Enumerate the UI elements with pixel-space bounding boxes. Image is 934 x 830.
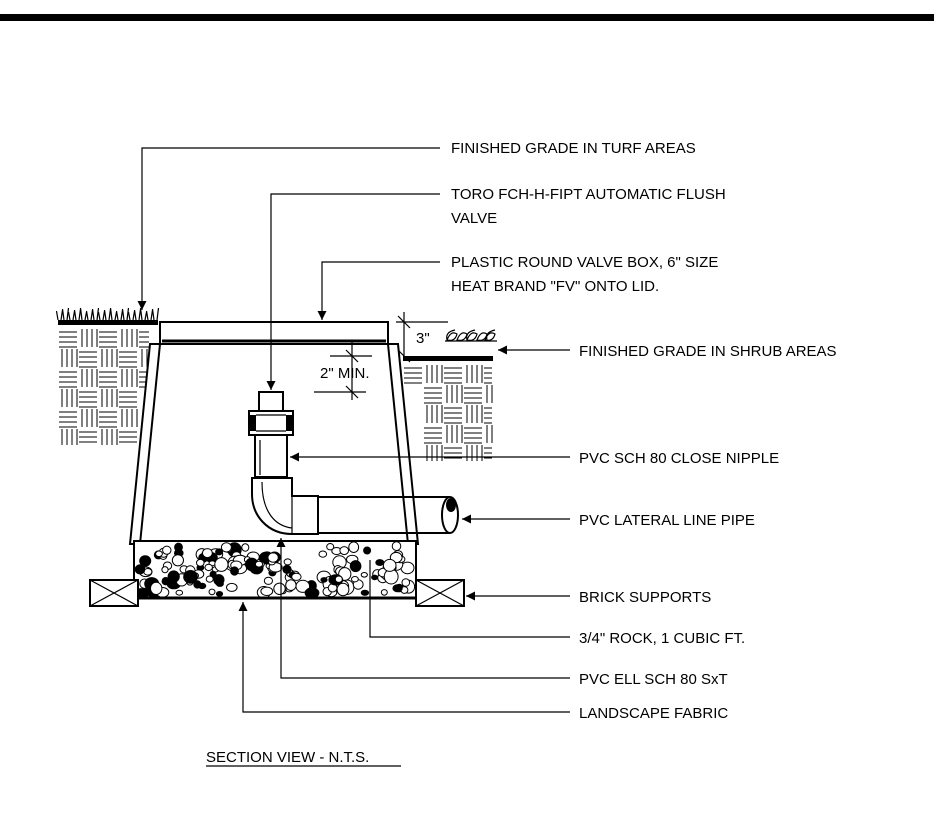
brick-support-left — [89, 579, 139, 607]
turf-grass — [55, 307, 160, 321]
dimension-3in: 3" — [396, 312, 448, 363]
leader-lines — [137, 147, 570, 713]
label-flush-valve-1: TORO FCH-H-FIPT AUTOMATIC FLUSH — [451, 186, 726, 203]
section-view-title: SECTION VIEW - N.T.S. — [206, 749, 369, 766]
leader-finished-grade-turf — [137, 147, 440, 310]
soil-hatch-left — [59, 329, 149, 445]
valve-box-lid — [159, 321, 389, 345]
label-valve-box-2: HEAT BRAND "FV" ONTO LID. — [451, 278, 659, 295]
label-close-nipple: PVC SCH 80 CLOSE NIPPLE — [579, 450, 779, 467]
label-finished-grade-shrub: FINISHED GRADE IN SHRUB AREAS — [579, 343, 837, 360]
label-fabric: LANDSCAPE FABRIC — [579, 705, 728, 722]
soil-left — [55, 307, 160, 445]
dim-box-above-grade: 3" — [416, 330, 430, 347]
flush-valve-assembly — [248, 391, 459, 535]
dimension-2in-min: 2" MIN. — [314, 342, 372, 400]
label-finished-grade-turf: FINISHED GRADE IN TURF AREAS — [451, 140, 696, 157]
valve-box-wall-right — [386, 343, 420, 545]
soil-hatch-right — [404, 365, 493, 461]
dim-min-clearance: 2" MIN. — [320, 365, 370, 382]
leader-valve-box — [317, 261, 440, 320]
brick-support-right — [415, 579, 465, 607]
soil-right — [403, 329, 497, 461]
label-valve-box-1: PLASTIC ROUND VALVE BOX, 6" SIZE — [451, 254, 718, 271]
sheet-border-top — [0, 14, 934, 21]
leader-flush-valve — [266, 193, 440, 390]
label-lateral-pipe: PVC LATERAL LINE PIPE — [579, 512, 755, 529]
rock-bed — [133, 540, 417, 600]
shrub-plants — [445, 329, 497, 342]
leader-ell — [276, 538, 570, 679]
label-brick-supports: BRICK SUPPORTS — [579, 589, 711, 606]
valve-box-wall-left — [128, 343, 162, 545]
pvc-ell — [251, 477, 319, 535]
valve-box — [128, 321, 420, 545]
lateral-pipe — [318, 496, 450, 534]
label-rock: 3/4" ROCK, 1 CUBIC FT. — [579, 630, 745, 647]
leader-fabric — [238, 602, 570, 713]
label-ell: PVC ELL SCH 80 SxT — [579, 671, 728, 688]
label-flush-valve-2: VALVE — [451, 210, 497, 227]
leader-rock — [369, 560, 570, 638]
